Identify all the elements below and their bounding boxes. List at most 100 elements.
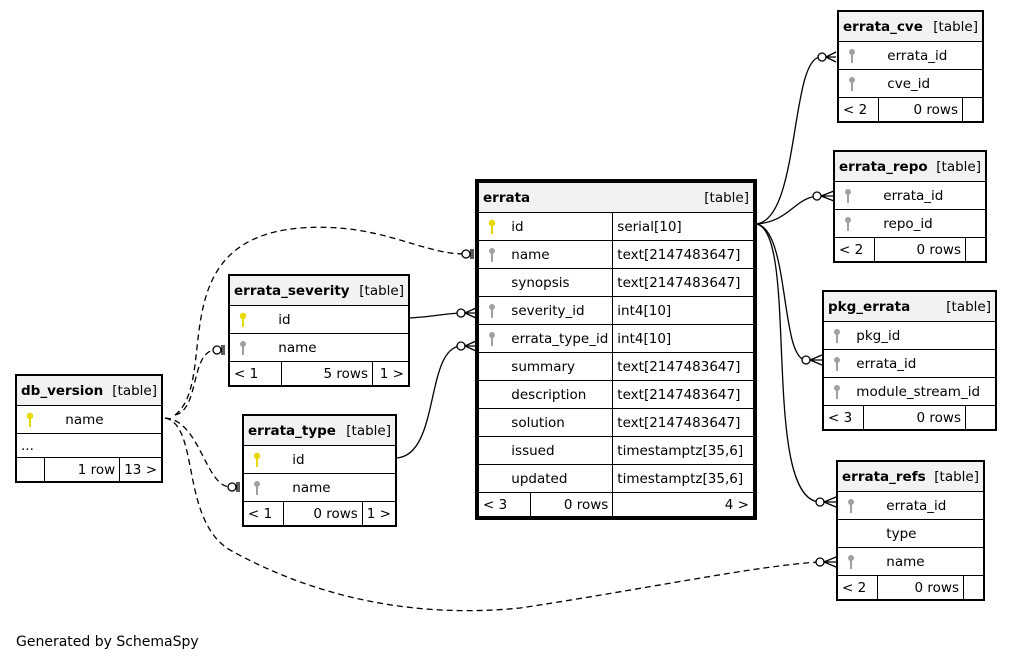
column-row[interactable]: name bbox=[243, 473, 396, 502]
table-header: pkg_errata [table] bbox=[823, 291, 996, 322]
no-key-spacer bbox=[485, 275, 507, 291]
relation-pkg-errata bbox=[755, 223, 807, 361]
table-pkg-errata[interactable]: pkg_errata [table] pkg_id errata_id modu… bbox=[822, 290, 997, 431]
key-icon-gray bbox=[841, 188, 863, 204]
end-circle bbox=[227, 482, 237, 492]
column-row[interactable]: id bbox=[243, 445, 396, 474]
column-row[interactable]: repo_id bbox=[834, 209, 986, 238]
column-row[interactable]: solution bbox=[477, 408, 614, 437]
footer-rows: 0 rows bbox=[878, 97, 963, 122]
table-name: errata_severity bbox=[234, 282, 350, 299]
crowfoot bbox=[809, 354, 823, 366]
crowfoot bbox=[464, 307, 477, 319]
column-name: name bbox=[65, 411, 104, 428]
key-icon-gray bbox=[830, 356, 852, 372]
end-circle bbox=[456, 308, 466, 318]
crowfoot bbox=[823, 556, 837, 568]
table-errata-severity[interactable]: errata_severity [table] id name < 1 5 ro… bbox=[228, 274, 410, 387]
column-row[interactable]: name bbox=[229, 333, 409, 362]
column-row[interactable]: errata_id bbox=[834, 181, 986, 210]
key-icon-yellow bbox=[250, 452, 272, 468]
column-name: name bbox=[292, 479, 331, 496]
footer-rows: 0 rows bbox=[863, 405, 966, 430]
column-name: severity_id bbox=[511, 302, 585, 319]
relation-dbv-errata bbox=[174, 226, 466, 416]
more-columns-row: ... bbox=[16, 433, 162, 458]
column-row[interactable]: pkg_id bbox=[823, 321, 996, 350]
key-icon-gray bbox=[845, 76, 867, 92]
column-row[interactable]: description bbox=[477, 380, 614, 409]
relation-dbv-severity bbox=[174, 349, 217, 416]
table-type-label: [table] bbox=[936, 158, 981, 175]
no-key-spacer bbox=[485, 359, 507, 375]
key-icon-yellow bbox=[23, 412, 45, 428]
footer-rows: 0 rows bbox=[529, 492, 614, 517]
end-circle bbox=[461, 249, 471, 259]
column-row[interactable]: name bbox=[477, 240, 614, 269]
end-circle bbox=[212, 345, 222, 355]
column-row[interactable]: errata_type_id bbox=[477, 324, 614, 353]
column-name: repo_id bbox=[883, 215, 933, 232]
footer-parents: < 2 bbox=[834, 237, 875, 262]
table-errata-repo[interactable]: errata_repo [table] errata_id repo_id < … bbox=[833, 150, 987, 263]
table-type-label: [table] bbox=[934, 468, 979, 485]
column-row[interactable]: type bbox=[837, 519, 984, 548]
column-name: errata_id bbox=[856, 355, 917, 372]
footer-parents: < 3 bbox=[823, 405, 864, 430]
footer-parents bbox=[16, 457, 45, 482]
table-db-version[interactable]: db_version [table] name ... 1 row 13 > bbox=[15, 374, 163, 483]
column-row[interactable]: cve_id bbox=[838, 69, 983, 98]
column-name: errata_type_id bbox=[511, 330, 609, 347]
table-type-label: [table] bbox=[346, 422, 391, 439]
no-key-spacer bbox=[485, 387, 507, 403]
table-name: errata_repo bbox=[839, 158, 928, 175]
table-errata-cve[interactable]: errata_cve [table] errata_id cve_id < 2 … bbox=[837, 10, 984, 123]
one-mark bbox=[221, 345, 225, 355]
footer-rows: 0 rows bbox=[874, 237, 966, 262]
column-name: id bbox=[278, 311, 291, 328]
table-name: errata_cve bbox=[843, 18, 923, 35]
end-circle bbox=[801, 355, 811, 365]
footer-children: 1 > bbox=[372, 361, 409, 386]
column-row[interactable]: summary bbox=[477, 352, 614, 381]
column-type: timestamptz[35,6] bbox=[612, 436, 754, 465]
column-row[interactable]: errata_id bbox=[838, 41, 983, 70]
relation-dbv-type bbox=[164, 417, 231, 488]
column-row[interactable]: errata_id bbox=[823, 349, 996, 378]
table-errata-refs[interactable]: errata_refs [table] errata_id type name … bbox=[836, 460, 985, 601]
column-row[interactable]: severity_id bbox=[477, 296, 614, 325]
column-name: issued bbox=[511, 442, 555, 459]
one-mark bbox=[470, 249, 474, 259]
column-row[interactable]: name bbox=[16, 405, 162, 434]
column-name: module_stream_id bbox=[856, 383, 981, 400]
column-row[interactable]: id bbox=[229, 305, 409, 334]
table-type-label: [table] bbox=[933, 18, 978, 35]
column-type: text[2147483647] bbox=[612, 268, 754, 297]
column-row[interactable]: updated bbox=[477, 464, 614, 493]
column-row[interactable]: name bbox=[837, 547, 984, 576]
column-row[interactable]: errata_id bbox=[837, 491, 984, 520]
footer-rows: 0 rows bbox=[283, 501, 363, 526]
column-name: name bbox=[886, 553, 925, 570]
column-name: pkg_id bbox=[856, 327, 901, 344]
column-row[interactable]: id bbox=[477, 212, 614, 241]
key-icon-gray bbox=[485, 303, 507, 319]
column-row[interactable]: issued bbox=[477, 436, 614, 465]
no-key-spacer bbox=[485, 443, 507, 459]
footer-parents: < 1 bbox=[229, 361, 282, 386]
column-type: int4[10] bbox=[612, 296, 754, 325]
column-name: type bbox=[886, 525, 917, 542]
table-header: errata [table] bbox=[478, 182, 754, 213]
key-icon-gray bbox=[485, 247, 507, 263]
footer-children bbox=[965, 405, 996, 430]
no-key-spacer bbox=[485, 415, 507, 431]
column-row[interactable]: synopsis bbox=[477, 268, 614, 297]
column-row[interactable]: module_stream_id bbox=[823, 377, 996, 406]
column-name: name bbox=[278, 339, 317, 356]
table-name: pkg_errata bbox=[828, 298, 911, 315]
table-type-label: [table] bbox=[946, 298, 991, 315]
table-errata-type[interactable]: errata_type [table] id name < 1 0 rows 1… bbox=[242, 414, 397, 527]
crowfoot bbox=[464, 340, 477, 352]
table-errata[interactable]: errata [table] id serial[10] name text[2… bbox=[475, 179, 757, 520]
